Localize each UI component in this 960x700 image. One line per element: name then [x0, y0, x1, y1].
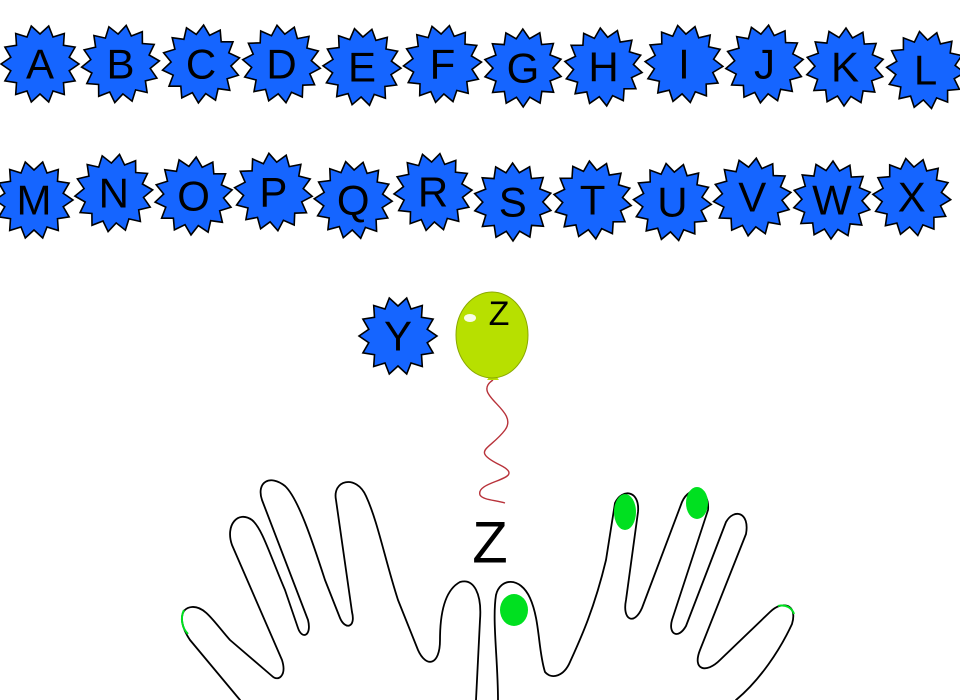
finger-hint-left-pinky — [180, 609, 189, 635]
letter-key-label: H — [588, 44, 618, 91]
starburst-icon — [805, 26, 885, 108]
starburst-icon — [233, 151, 314, 233]
balloon-icon[interactable] — [455, 291, 529, 379]
letter-key-f[interactable]: F — [402, 24, 483, 104]
letter-key-q[interactable]: Q — [312, 160, 394, 240]
starburst-icon — [402, 24, 483, 104]
letter-key-label: U — [657, 179, 687, 226]
letter-key-label: D — [266, 41, 296, 88]
letter-key-label: E — [348, 44, 376, 91]
starburst-icon — [392, 152, 474, 232]
letter-key-p[interactable]: P — [233, 151, 314, 233]
letter-key-label: P — [259, 169, 287, 216]
letter-key-k[interactable]: K — [805, 26, 885, 108]
letter-key-label: G — [507, 45, 540, 92]
balloon: Z — [455, 291, 529, 504]
starburst-icon — [357, 296, 439, 376]
letter-key-label: Y — [384, 313, 412, 360]
letter-key-r[interactable]: R — [392, 152, 474, 232]
letter-key-y[interactable]: Y — [357, 296, 439, 376]
starburst-icon — [321, 27, 403, 107]
letter-key-label: T — [580, 177, 606, 224]
hands-icon — [180, 479, 795, 700]
letter-key-label: A — [26, 41, 54, 88]
starburst-icon — [312, 160, 394, 240]
right-hand-icon — [493, 489, 795, 700]
letter-key-m[interactable]: M — [0, 160, 75, 240]
letter-key-label: C — [186, 41, 216, 88]
letter-key-label: M — [17, 177, 52, 224]
starburst-icon — [792, 159, 872, 241]
finger-dot-right-middle — [686, 487, 708, 519]
letter-key-l[interactable]: L — [885, 30, 960, 110]
letter-key-label: J — [754, 41, 775, 88]
letter-key-d[interactable]: D — [241, 23, 322, 105]
letter-key-label: K — [831, 44, 859, 91]
starburst-icon — [724, 23, 805, 105]
starburst-icon — [885, 30, 960, 110]
finger-dot-left-index — [500, 594, 528, 626]
letter-key-label: F — [430, 41, 456, 88]
starburst-icon — [73, 152, 155, 234]
starburst-icon — [161, 23, 241, 105]
letter-key-label: W — [812, 177, 852, 224]
letter-key-a[interactable]: A — [0, 24, 81, 104]
starburst-icon — [483, 27, 563, 109]
target-letter: Z — [472, 511, 507, 576]
letter-key-label: O — [177, 173, 210, 220]
letter-key-label: L — [914, 47, 937, 94]
letter-key-u[interactable]: U — [632, 162, 713, 242]
letter-key-v[interactable]: V — [712, 156, 793, 238]
letter-key-g[interactable]: G — [483, 27, 563, 109]
starburst-icon — [643, 24, 725, 104]
starburst-icon — [0, 24, 81, 104]
letter-key-x[interactable]: X — [871, 157, 953, 237]
letter-key-label: N — [99, 170, 129, 217]
starburst-icon — [80, 23, 161, 105]
starburst-icon — [563, 26, 644, 108]
starburst-icon — [632, 162, 713, 242]
letter-key-w[interactable]: W — [792, 159, 872, 241]
letter-key-label: R — [418, 169, 448, 216]
letter-key-j[interactable]: J — [724, 23, 805, 105]
starburst-icon — [712, 156, 793, 238]
balloon-letter: Z — [489, 295, 510, 333]
letter-key-label: B — [106, 41, 134, 88]
letter-key-label: X — [898, 174, 926, 221]
letter-key-h[interactable]: H — [563, 26, 644, 108]
finger-dot-right-index — [614, 494, 636, 530]
letter-key-e[interactable]: E — [321, 27, 403, 107]
letter-key-i[interactable]: I — [643, 24, 725, 104]
letter-key-b[interactable]: B — [80, 23, 161, 105]
starburst-icon — [473, 161, 553, 243]
balloon-highlight — [464, 314, 476, 322]
letter-key-s[interactable]: S — [473, 161, 553, 243]
letter-key-c[interactable]: C — [161, 23, 241, 105]
letter-key-label: V — [738, 174, 766, 221]
starburst-icon — [552, 159, 633, 241]
letter-key-t[interactable]: T — [552, 159, 633, 241]
letter-key-n[interactable]: N — [73, 152, 155, 234]
starburst-icon — [241, 23, 322, 105]
starburst-icon — [153, 155, 234, 237]
starburst-icon — [871, 157, 953, 237]
left-hand-icon — [181, 479, 482, 700]
starburst-icon — [0, 160, 75, 240]
finger-hint-right-pinky — [777, 604, 795, 615]
letter-key-label: I — [678, 41, 690, 88]
letter-key-o[interactable]: O — [153, 155, 234, 237]
balloon-string — [479, 379, 510, 504]
letter-key-label: Q — [337, 177, 370, 224]
letter-key-label: S — [499, 179, 527, 226]
